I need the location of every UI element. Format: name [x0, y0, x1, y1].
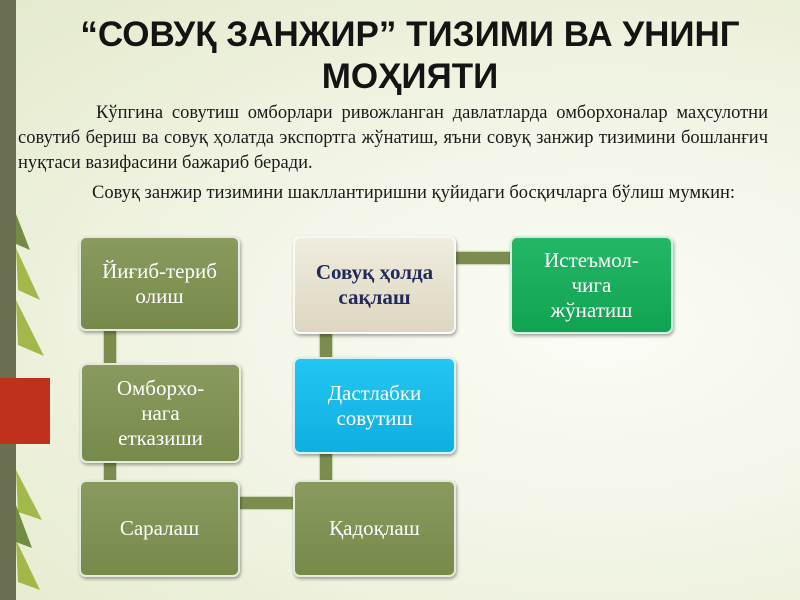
- connector-6-7: [454, 250, 512, 266]
- step-label: Саралаш: [119, 516, 200, 540]
- connector-3-4: [238, 495, 295, 511]
- step-label: Дастлабки совутиш: [327, 380, 422, 430]
- page-title: “СОВУҚ ЗАНЖИР” ТИЗИМИ ВА УНИНГ МОҲИЯТИ: [80, 15, 740, 96]
- connector-2-3: [102, 461, 118, 482]
- stages-paragraph: Совуқ занжир тизимини шакллантиришни қуй…: [92, 183, 736, 203]
- step-delivery-to-warehouse: Омборхо- нага етказиши: [80, 363, 241, 463]
- step-label: Истеъмол- чига жўнатиш: [544, 247, 639, 322]
- side-bar: [0, 0, 16, 600]
- connector-4-5: [318, 452, 334, 482]
- connector-5-6: [318, 332, 334, 359]
- step-sorting: Саралаш: [79, 480, 240, 577]
- step-label: Совуқ ҳолда сақлаш: [315, 260, 434, 309]
- step-packaging: Қадоқлаш: [293, 480, 456, 577]
- connector-1-2: [102, 329, 118, 365]
- accent-red-tab: [0, 378, 50, 444]
- step-label: Қадоқлаш: [329, 516, 420, 540]
- step-pre-cooling: Дастлабки совутиш: [293, 357, 456, 454]
- step-cold-storage: Совуқ ҳолда сақлаш: [293, 236, 456, 334]
- step-shipping-to-consumer: Истеъмол- чига жўнатиш: [510, 236, 673, 334]
- intro-paragraph: Кўпгина совутиш омборлари ривожланган да…: [18, 103, 768, 173]
- step-label: Омборхо- нага етказиши: [116, 375, 205, 450]
- step-label: Йиғиб-териб олиш: [102, 258, 217, 308]
- step-harvesting: Йиғиб-териб олиш: [79, 236, 240, 331]
